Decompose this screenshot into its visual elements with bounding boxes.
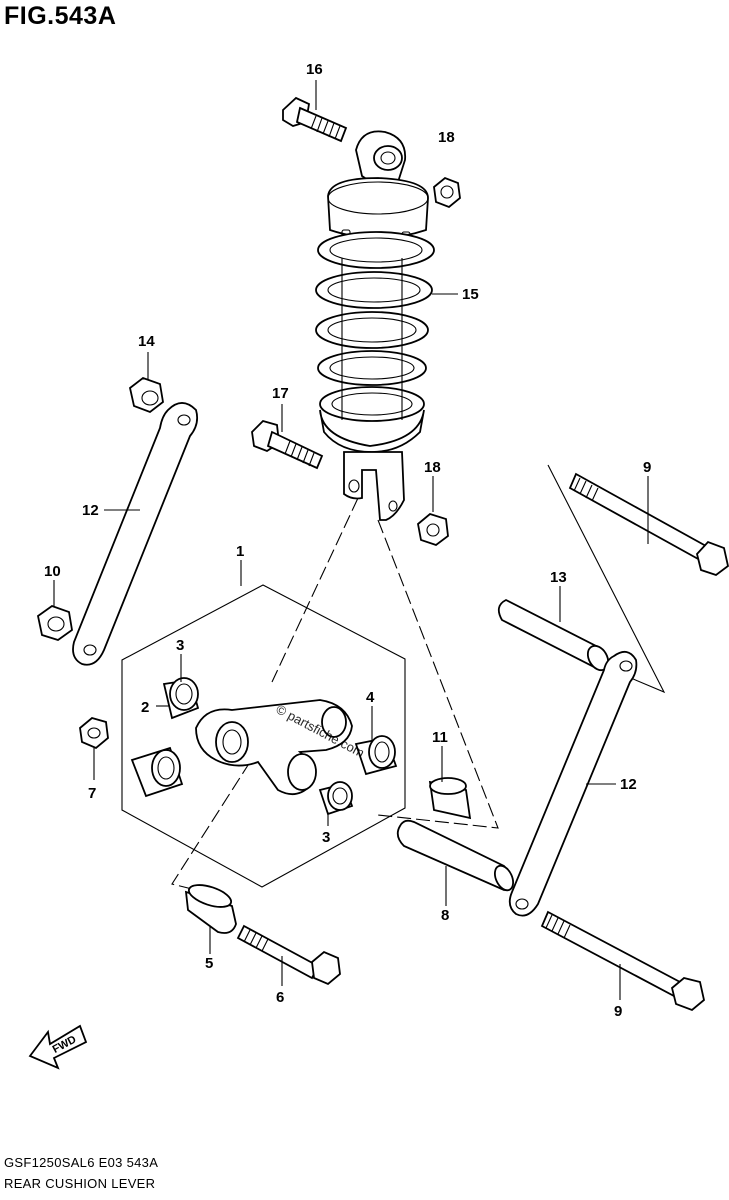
callout-3-lower: 3 [322, 829, 330, 846]
cushion-lever[interactable] [195, 699, 353, 796]
nut-18-lower[interactable] [417, 512, 449, 547]
guide-lines [171, 464, 666, 891]
bolt-9-upper[interactable] [568, 472, 729, 577]
lever-assembly-outline [121, 584, 406, 888]
bearing-4[interactable] [354, 735, 398, 776]
bearing-3-lower[interactable] [318, 781, 354, 816]
figure-name: REAR CUSHION LEVER [4, 1176, 156, 1191]
spacer-8[interactable] [396, 819, 517, 893]
washer-7[interactable] [79, 717, 109, 750]
spacer-13[interactable] [497, 598, 612, 674]
bolt-17[interactable] [251, 419, 324, 470]
cushion-rod-12-left[interactable] [72, 402, 199, 666]
callout-18-top: 18 [438, 129, 455, 146]
callout-8: 8 [441, 907, 449, 924]
callout-6: 6 [276, 989, 284, 1006]
callout-3-upper: 3 [176, 637, 184, 654]
nut-10[interactable] [36, 604, 73, 641]
bolt-6[interactable] [236, 924, 341, 986]
figure-code: GSF1250SAL6 E03 543A [4, 1155, 159, 1170]
bolt-16[interactable] [282, 96, 348, 143]
callout-11: 11 [432, 729, 448, 746]
nut-18-top[interactable] [433, 176, 461, 209]
callout-2: 2 [141, 699, 149, 716]
callout-5: 5 [205, 955, 213, 972]
callout-1: 1 [236, 543, 244, 560]
spacer-5[interactable] [184, 881, 237, 934]
bolt-9-lower[interactable] [540, 910, 705, 1012]
callout-17: 17 [272, 385, 289, 402]
bearing-3-upper[interactable] [162, 677, 200, 720]
bearing-2[interactable] [130, 746, 184, 798]
callout-12-left: 12 [82, 502, 99, 519]
callout-14: 14 [138, 333, 155, 350]
callout-labels: 16 18 15 14 17 18 9 12 1 10 13 3 2 4 11 … [44, 61, 651, 1020]
forward-direction-arrow: FWD [28, 1024, 88, 1070]
callout-10: 10 [44, 563, 61, 580]
callout-9-lower: 9 [614, 1003, 622, 1020]
nut-14[interactable] [128, 376, 164, 414]
spacer-11[interactable] [428, 777, 472, 820]
callout-16: 16 [306, 61, 323, 78]
callout-9-upper: 9 [643, 459, 651, 476]
callout-4: 4 [366, 689, 375, 706]
cushion-rod-12-right[interactable] [508, 650, 638, 917]
rear-shock-absorber-15[interactable] [315, 130, 435, 521]
callout-7: 7 [88, 785, 96, 802]
callout-18-lower: 18 [424, 459, 441, 476]
figure-title: FIG.543A [4, 2, 117, 30]
callout-12-right: 12 [620, 776, 637, 793]
callout-15: 15 [462, 286, 479, 303]
leader-lines [53, 80, 649, 1000]
callout-13: 13 [550, 569, 567, 586]
